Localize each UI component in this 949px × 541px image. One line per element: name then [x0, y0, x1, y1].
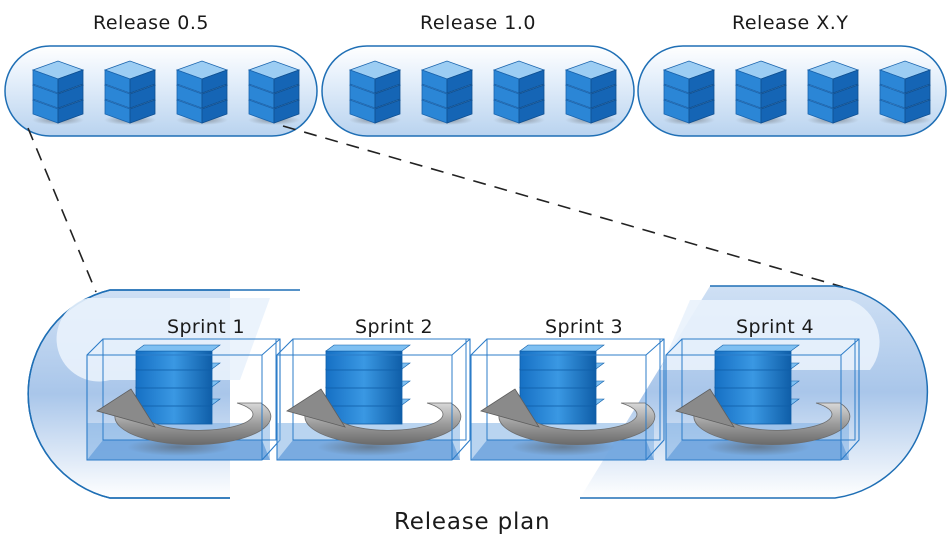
iteration-arrow-icon [96, 388, 272, 446]
iteration-arrow-icon [675, 388, 851, 446]
sprint-cube-icon [175, 60, 229, 125]
sprint-boxes [86, 338, 860, 461]
sprint-cube-icon [662, 60, 716, 125]
release-pill-3 [637, 45, 947, 137]
sprint-cube-icon [734, 60, 788, 125]
iteration-arrow-icon [480, 388, 656, 446]
sprint-box [86, 338, 281, 461]
sprint-cube-icon [103, 60, 157, 125]
release-plan-label: Release plan [394, 509, 550, 535]
zoom-line-right [282, 125, 844, 288]
sprint-box [665, 338, 860, 461]
sprint-label-1: Sprint 1 [167, 316, 245, 338]
sprint-cube-icon [420, 60, 474, 125]
sprint-box [470, 338, 665, 461]
release-label-3: Release X.Y [732, 12, 848, 34]
sprint-label-3: Sprint 3 [545, 316, 623, 338]
release-label-1: Release 0.5 [93, 12, 209, 34]
sprint-cube-icon [564, 60, 618, 125]
sprint-cube-icon [348, 60, 402, 125]
sprint-cube-icon [247, 60, 301, 125]
sprint-label-4: Sprint 4 [736, 316, 814, 338]
sprint-cube-icon [31, 60, 85, 125]
release-label-2: Release 1.0 [420, 12, 536, 34]
sprint-cube-icon [492, 60, 546, 125]
iteration-arrow-icon [286, 388, 462, 446]
release-cubes [31, 60, 932, 125]
sprint-box [276, 338, 471, 461]
sprint-label-2: Sprint 2 [355, 316, 433, 338]
zoom-line-left [27, 127, 97, 293]
sprint-cube-icon [878, 60, 932, 125]
sprint-cube-icon [806, 60, 860, 125]
